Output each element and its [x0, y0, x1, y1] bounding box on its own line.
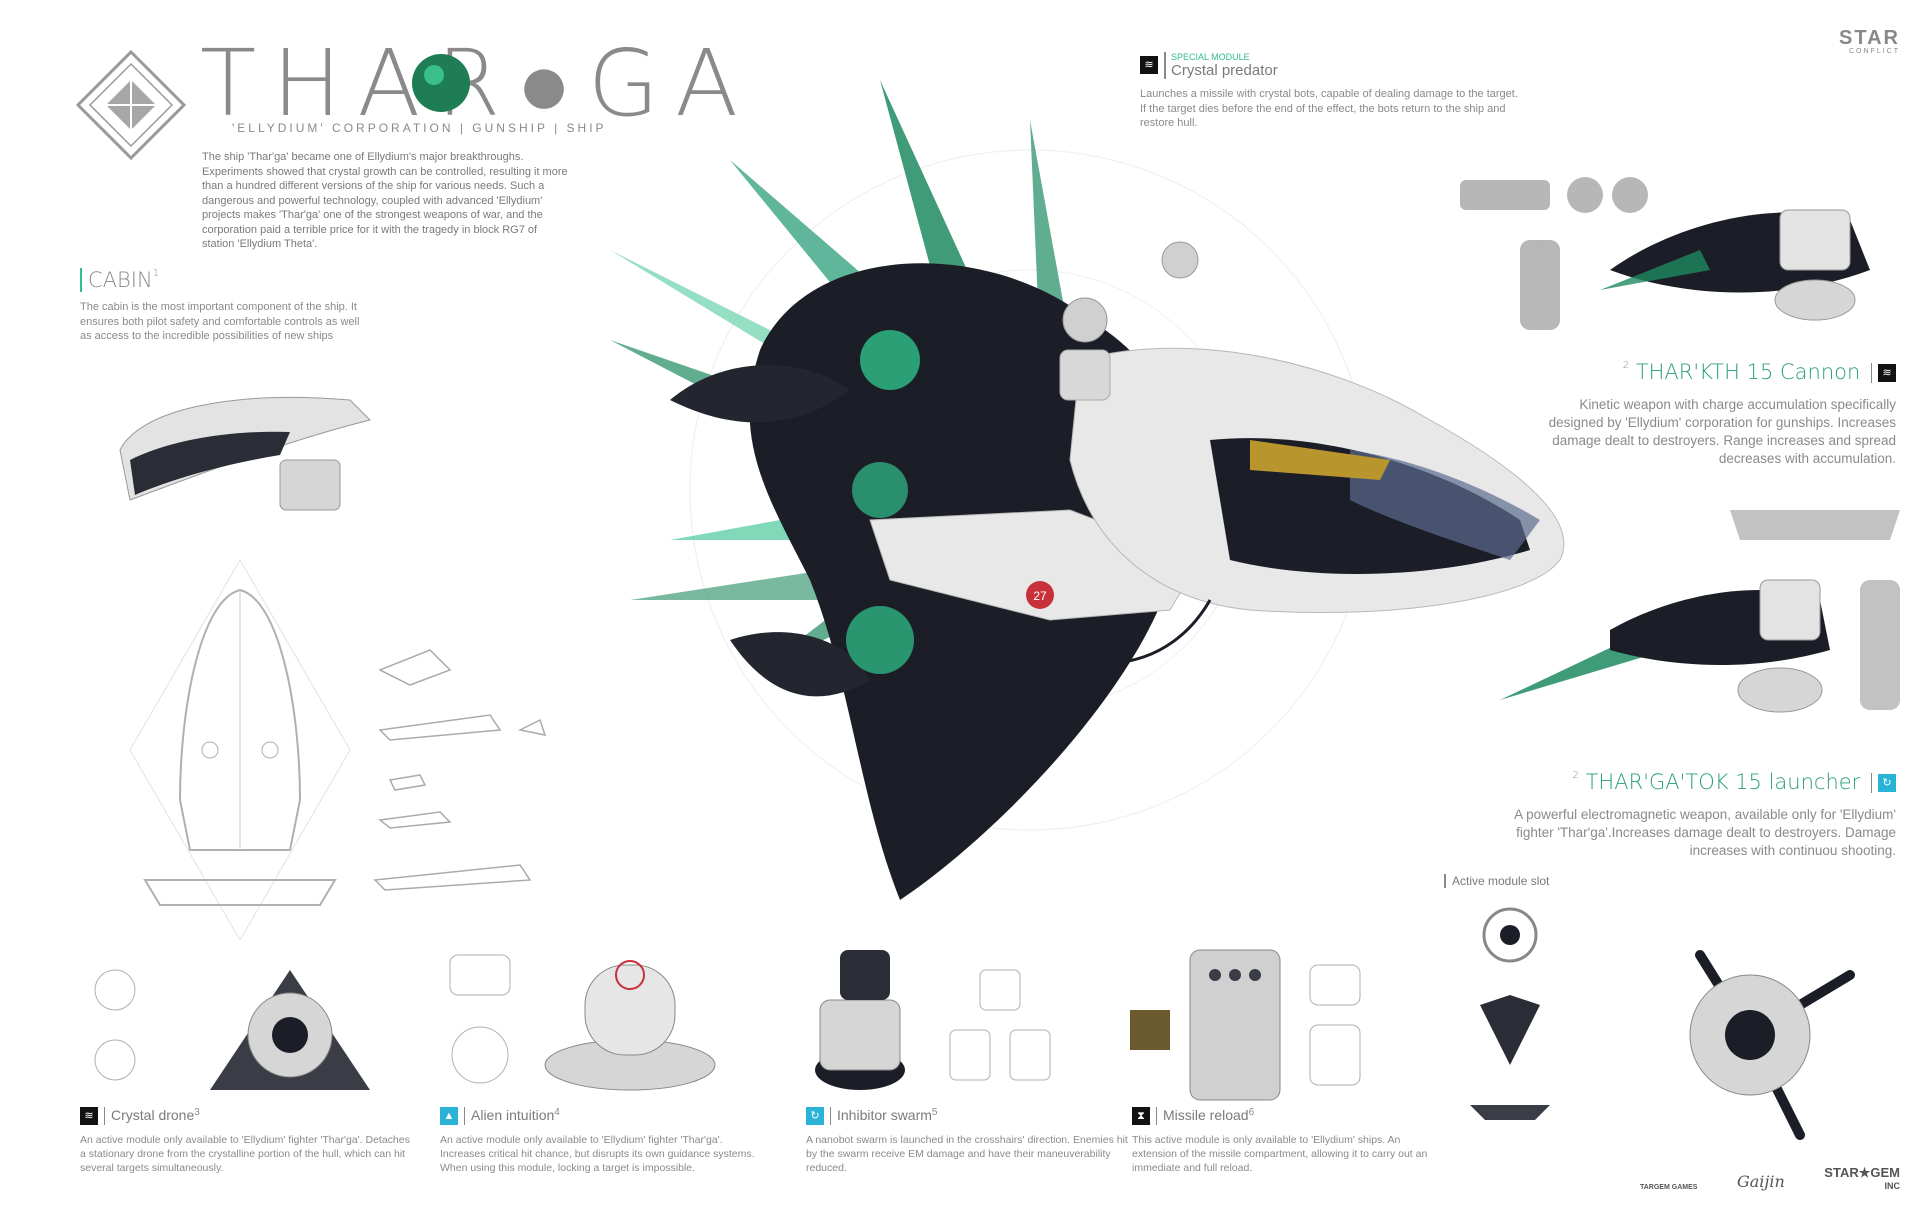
triangle-icon: ▲ — [440, 1107, 458, 1126]
wave-icon: ≋ — [80, 1107, 98, 1126]
cycle-icon: ↻ — [1878, 774, 1896, 792]
launcher-section: 2 THAR'GA'TOK 15 launcher ↻ A powerful e… — [1506, 770, 1896, 860]
inhibitor-swarm-render — [815, 950, 1051, 1090]
blueprint-top-view — [130, 560, 350, 940]
launcher-desc: A powerful electromagnetic weapon, avail… — [1514, 807, 1896, 858]
cannon-illustration — [1460, 177, 1870, 330]
gaijin-logo: Gaijin — [1736, 1172, 1785, 1191]
active-slot-render — [1470, 907, 1855, 1140]
hourglass-icon: ⧗ — [1132, 1107, 1150, 1126]
module-missile-reload: ⧗Missile reload6 This active module is o… — [1132, 1107, 1428, 1175]
cycle-icon: ↻ — [806, 1107, 824, 1126]
special-title: Crystal predator — [1171, 62, 1278, 79]
special-module: ≋ SPECIAL MODULE Crystal predator Launch… — [1140, 52, 1520, 131]
cabin-desc: The cabin is the most important componen… — [80, 301, 360, 342]
intro-text: The ship 'Thar'ga' became one of Ellydiu… — [202, 151, 568, 250]
wave-icon: ≋ — [1140, 56, 1158, 74]
module-inhibitor-swarm: ↻Inhibitor swarm5 A nanobot swarm is lau… — [806, 1107, 1128, 1175]
cannon-title: 2 THAR'KTH 15 Cannon ≋ — [1526, 360, 1896, 384]
cannon-section: 2 THAR'KTH 15 Cannon ≋ Kinetic weapon wi… — [1526, 360, 1896, 468]
stargem-logo: STAR★GEM INC — [1824, 1165, 1900, 1191]
launcher-illustration — [1500, 510, 1900, 713]
page-subtitle: 'ELLYDIUM' CORPORATION | GUNSHIP | SHIP — [232, 121, 607, 135]
ship-illustration: 27 — [610, 80, 1565, 900]
special-tag: SPECIAL MODULE — [1171, 52, 1250, 62]
crystal-drone-render — [94, 969, 370, 1090]
cabin-section: CABIN1 The cabin is the most important c… — [80, 268, 370, 344]
alien-intuition-render — [449, 954, 716, 1091]
launcher-title: 2 THAR'GA'TOK 15 launcher ↻ — [1506, 770, 1896, 794]
corner-logo: STAR CONFLICT — [1839, 27, 1900, 55]
diamond-emblem-icon — [76, 50, 186, 160]
wave-icon: ≋ — [1878, 364, 1896, 382]
module-alien-intuition: ▲Alien intuition4 An active module only … — [440, 1107, 755, 1175]
special-desc: Launches a missile with crystal bots, ca… — [1140, 88, 1518, 129]
missile-reload-render — [1130, 949, 1361, 1101]
crystal-orb-icon — [412, 54, 470, 112]
targem-logo: TARGEM GAMES — [1640, 1184, 1698, 1191]
module-crystal-drone: ≋Crystal drone3 An active module only av… — [80, 1107, 410, 1175]
ship-badge: 27 — [1033, 589, 1047, 603]
footer-logos: TARGEM GAMES Gaijin STAR★GEM INC — [1640, 1165, 1900, 1191]
cannon-desc: Kinetic weapon with charge accumulation … — [1548, 397, 1896, 466]
active-slot-label: Active module slot — [1444, 874, 1549, 888]
cabin-title: CABIN1 — [80, 268, 370, 292]
ship-sketches — [373, 649, 547, 891]
cabin-ship-illustration — [119, 396, 371, 511]
